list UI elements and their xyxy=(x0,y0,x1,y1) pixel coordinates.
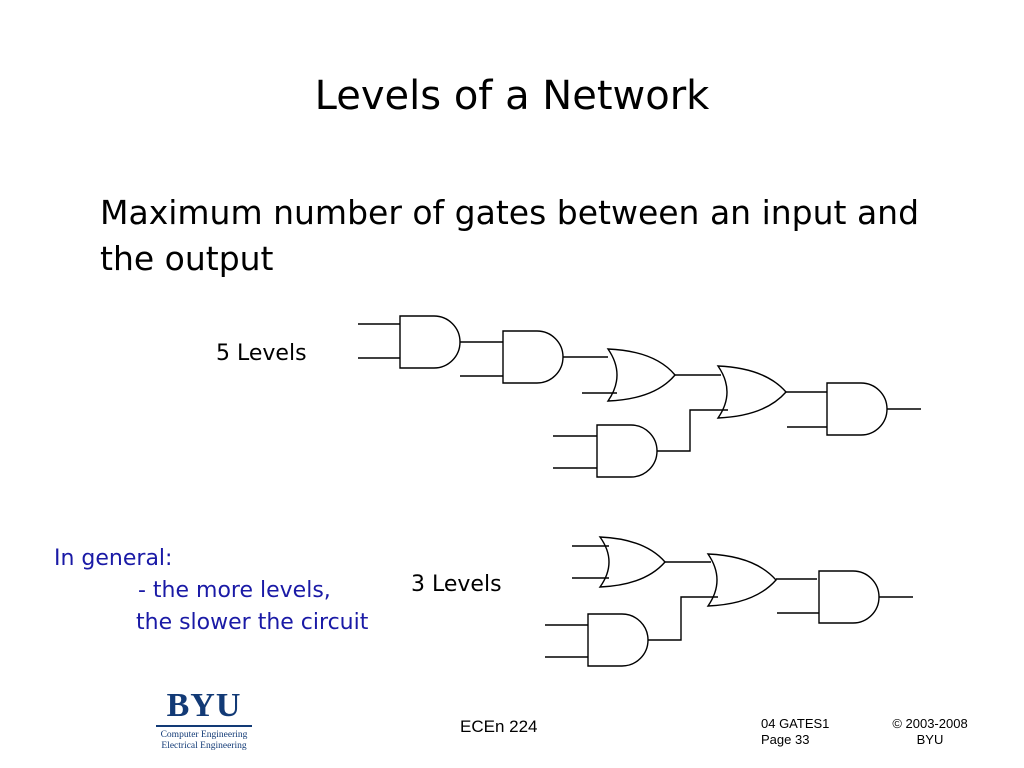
note-line: - the more levels, xyxy=(138,578,331,603)
general-note: In general: - the more levels, the slowe… xyxy=(54,543,404,639)
logo-line: Electrical Engineering xyxy=(161,741,247,751)
and-gate-icon xyxy=(587,613,649,667)
and-gate-icon xyxy=(502,330,564,384)
three-level-network xyxy=(545,536,913,667)
logo-wordmark: BYU xyxy=(166,687,242,724)
and-gate-icon xyxy=(596,424,658,478)
five-level-network xyxy=(358,315,921,478)
or-gate-icon xyxy=(716,365,787,419)
and-gate-icon xyxy=(399,315,461,369)
deck-name: 04 GATES1 xyxy=(761,716,830,731)
wire xyxy=(648,596,718,641)
copyright-org: BYU xyxy=(916,732,944,747)
and-gate-icon xyxy=(826,382,888,436)
copyright: © 2003-2008 BYU xyxy=(880,716,980,748)
slide-title: Levels of a Network xyxy=(314,73,710,119)
or-gate-icon xyxy=(598,536,666,588)
byu-logo: BYU Computer Engineering Electrical Engi… xyxy=(152,688,256,756)
wire xyxy=(657,409,728,452)
page-number: Page 33 xyxy=(761,732,810,747)
or-gate-icon xyxy=(706,553,777,607)
logo-line: Computer Engineering xyxy=(160,730,248,740)
slide-footer: BYU Computer Engineering Electrical Engi… xyxy=(0,680,1024,768)
note-heading: In general: xyxy=(54,546,173,571)
deck-info: 04 GATES1 Page 33 xyxy=(761,716,829,748)
or-gate-icon xyxy=(606,348,676,402)
logo-rule xyxy=(156,725,252,727)
and-gate-icon xyxy=(818,570,880,624)
five-levels-label: 5 Levels xyxy=(216,341,307,366)
course-name: ECEn 224 xyxy=(460,717,538,736)
bullet-text: Maximum number of gates between an input… xyxy=(100,193,920,278)
note-line: the slower the circuit xyxy=(136,610,369,635)
three-levels-label: 3 Levels xyxy=(411,572,502,597)
copyright-years: © 2003-2008 xyxy=(892,716,968,731)
